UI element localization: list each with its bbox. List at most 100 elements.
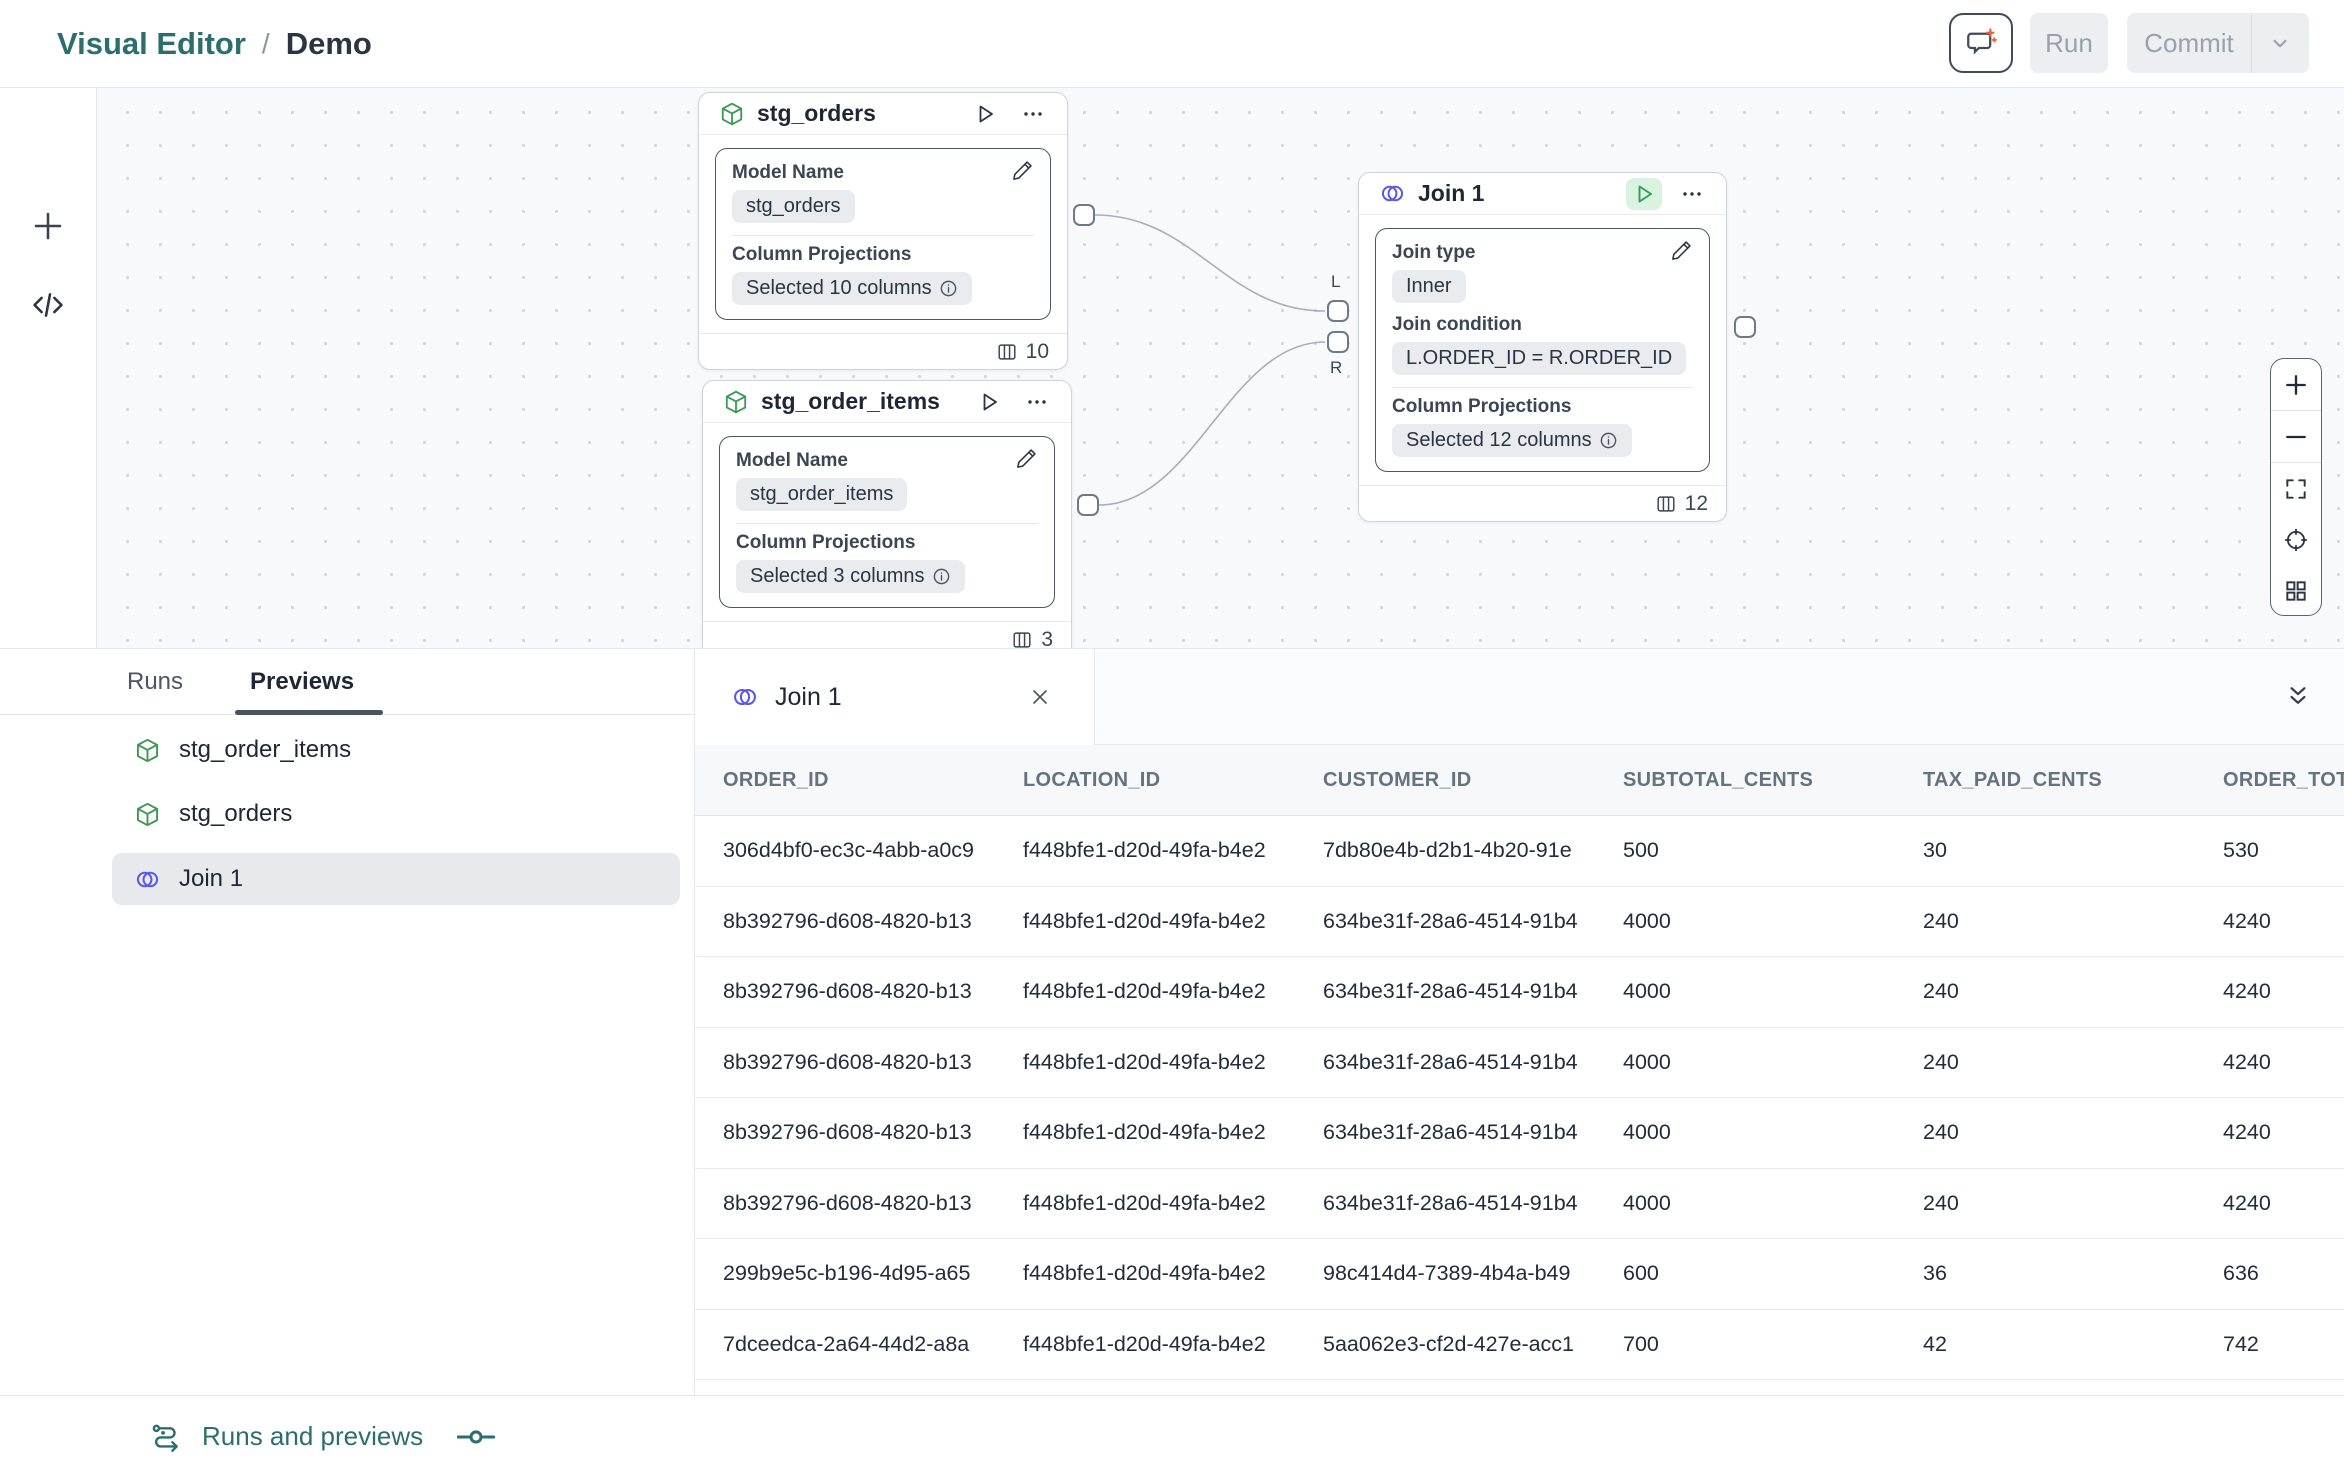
join-type-label: Join type	[1392, 242, 1475, 264]
table-column-header: CUSTOMER_ID	[1295, 745, 1595, 815]
node-run-button[interactable]	[971, 386, 1007, 418]
fit-view-button[interactable]	[2271, 463, 2321, 514]
breadcrumb-root-link[interactable]: Visual Editor	[57, 26, 246, 62]
table-row[interactable]: 8b392796-d608-4820-b13f448bfe1-d20d-49fa…	[695, 957, 2344, 1028]
edit-pencil-icon[interactable]	[1011, 159, 1034, 182]
run-button[interactable]: Run	[2030, 13, 2108, 73]
collapse-panel-button[interactable]	[2278, 677, 2318, 717]
node-join-1[interactable]: Join 1 Join type Inner J	[1358, 172, 1727, 522]
table-column-header: TAX_PAID_CENTS	[1895, 745, 2195, 815]
table-cell: 4240	[2195, 957, 2344, 1027]
node-menu-button[interactable]	[1015, 98, 1051, 130]
table-cell: 240	[1895, 887, 2195, 957]
column-projections-chip[interactable]: Selected 3 columns	[736, 560, 965, 593]
table-cell: 8b392796-d608-4820-b13	[695, 1098, 995, 1168]
preview-table-body: 306d4bf0-ec3c-4abb-a0c9f448bfe1-d20d-49f…	[695, 816, 2344, 1396]
table-cell: 98c414d4-7389-4b4a-b49	[1295, 1239, 1595, 1309]
divider	[732, 235, 1034, 236]
table-row[interactable]: 8b392796-d608-4820-b13f448bfe1-d20d-49fa…	[695, 1169, 2344, 1240]
table-row[interactable]: 8b392796-d608-4820-b13f448bfe1-d20d-49fa…	[695, 1098, 2344, 1169]
node-menu-button[interactable]	[1019, 386, 1055, 418]
table-column-header: ORDER_ID	[695, 745, 995, 815]
table-cell: 42	[1895, 1310, 2195, 1380]
table-cell: 36	[1895, 1239, 2195, 1309]
join-condition-chip[interactable]: L.ORDER_ID = R.ORDER_ID	[1392, 342, 1686, 375]
runs-and-previews-toggle[interactable]: Runs and previews	[150, 1396, 423, 1477]
list-item-label: Join 1	[179, 865, 243, 893]
port-join-left-input[interactable]	[1327, 300, 1349, 322]
page-title: Demo	[286, 26, 372, 62]
tab-previews[interactable]: Previews	[250, 649, 354, 715]
node-title: stg_order_items	[761, 388, 959, 415]
code-view-button[interactable]	[26, 283, 70, 327]
port-stg-order-items-output[interactable]	[1077, 494, 1099, 516]
zoom-out-button[interactable]	[2271, 411, 2321, 463]
table-cell: 634be31f-28a6-4514-91b4	[1295, 1169, 1595, 1239]
join-type-chip[interactable]: Inner	[1392, 270, 1466, 303]
tab-runs[interactable]: Runs	[127, 649, 183, 715]
node-graph-area[interactable]: stg_orders Model Name stg_orders	[97, 88, 2344, 648]
model-name-chip[interactable]: stg_order_items	[736, 478, 907, 511]
node-config-card: Join type Inner Join condition L.ORDER_I…	[1375, 228, 1710, 472]
runs-previews-panel: Runs Previews stg_order_items stg_orders…	[0, 648, 2344, 1395]
table-cell: 4000	[1595, 1028, 1895, 1098]
table-cell: 299b9e5c-b196-4d95-a65	[695, 1239, 995, 1309]
info-icon[interactable]	[1599, 431, 1618, 450]
column-projections-value: Selected 10 columns	[746, 277, 932, 300]
table-row[interactable]: 306d4bf0-ec3c-4abb-a0c9f448bfe1-d20d-49f…	[695, 816, 2344, 887]
table-row[interactable]: 215b053e-4d73-4e45-b9c2f448bfe1-d20d-49f…	[695, 1380, 2344, 1396]
port-right-label: R	[1330, 358, 1342, 378]
node-run-button[interactable]	[1626, 178, 1662, 210]
table-cell: 4240	[2195, 1169, 2344, 1239]
center-view-button[interactable]	[2271, 514, 2321, 565]
ai-assistant-button[interactable]	[1949, 13, 2013, 73]
table-cell: 8b392796-d608-4820-b13	[695, 1028, 995, 1098]
preview-list-item-join-1[interactable]: Join 1	[112, 853, 680, 905]
info-icon[interactable]	[932, 567, 951, 586]
table-row[interactable]: 8b392796-d608-4820-b13f448bfe1-d20d-49fa…	[695, 887, 2344, 958]
node-menu-button[interactable]	[1674, 178, 1710, 210]
commit-dropdown-button[interactable]	[2252, 13, 2309, 73]
node-title: Join 1	[1418, 180, 1614, 207]
preview-list-item-stg-orders[interactable]: stg_orders	[112, 788, 680, 840]
node-stg-order-items[interactable]: stg_order_items Model Name stg_ord	[702, 380, 1072, 648]
canvas-zoom-controls	[2270, 358, 2322, 616]
port-join-right-input[interactable]	[1327, 331, 1349, 353]
column-projections-label: Column Projections	[1392, 396, 1693, 418]
column-projections-chip[interactable]: Selected 12 columns	[1392, 424, 1632, 457]
table-row[interactable]: 7dceedca-2a64-44d2-a8af448bfe1-d20d-49fa…	[695, 1310, 2344, 1381]
port-join-output[interactable]	[1734, 316, 1756, 338]
zoom-in-button[interactable]	[2271, 359, 2321, 411]
table-cell: 634be31f-28a6-4514-91b4	[1295, 1028, 1595, 1098]
preview-tab-join-1[interactable]: Join 1	[695, 649, 1095, 745]
preview-list-item-stg-order-items[interactable]: stg_order_items	[112, 724, 680, 776]
panel-resize-handle[interactable]	[448, 1418, 504, 1456]
table-row[interactable]: 8b392796-d608-4820-b13f448bfe1-d20d-49fa…	[695, 1028, 2344, 1099]
table-row[interactable]: 299b9e5c-b196-4d95-a65f448bfe1-d20d-49fa…	[695, 1239, 2344, 1310]
close-icon[interactable]	[1022, 679, 1058, 715]
table-cell: 7db80e4b-d2b1-4b20-91e	[1295, 816, 1595, 886]
table-cell: f448bfe1-d20d-49fa-b4e2	[995, 1380, 1295, 1396]
column-projections-chip[interactable]: Selected 10 columns	[732, 272, 972, 305]
pipeline-flow-icon	[150, 1421, 182, 1453]
layout-grid-button[interactable]	[2271, 565, 2321, 616]
commit-button[interactable]: Commit	[2128, 13, 2252, 73]
table-cell: 634be31f-28a6-4514-91b4	[1295, 957, 1595, 1027]
table-cell: 215b053e-4d73-4e45-b9c2	[695, 1380, 995, 1396]
info-icon[interactable]	[939, 279, 958, 298]
model-name-chip[interactable]: stg_orders	[732, 190, 855, 223]
port-stg-orders-output[interactable]	[1073, 204, 1095, 226]
table-cell: 30	[1895, 1380, 2195, 1396]
preview-tab-title: Join 1	[775, 683, 1006, 712]
table-cell: 8b392796-d608-4820-b13	[695, 1169, 995, 1239]
node-stg-orders[interactable]: stg_orders Model Name stg_orders	[698, 92, 1068, 370]
plus-icon	[30, 208, 66, 244]
edit-pencil-icon[interactable]	[1670, 239, 1693, 262]
node-join-1-header: Join 1	[1359, 173, 1726, 215]
table-cell: 530	[2195, 816, 2344, 886]
edit-pencil-icon[interactable]	[1015, 447, 1038, 470]
table-cell: 8b392796-d608-4820-b13	[695, 957, 995, 1027]
add-node-button[interactable]	[26, 204, 70, 248]
column-count: 3	[1041, 628, 1053, 649]
node-run-button[interactable]	[967, 98, 1003, 130]
